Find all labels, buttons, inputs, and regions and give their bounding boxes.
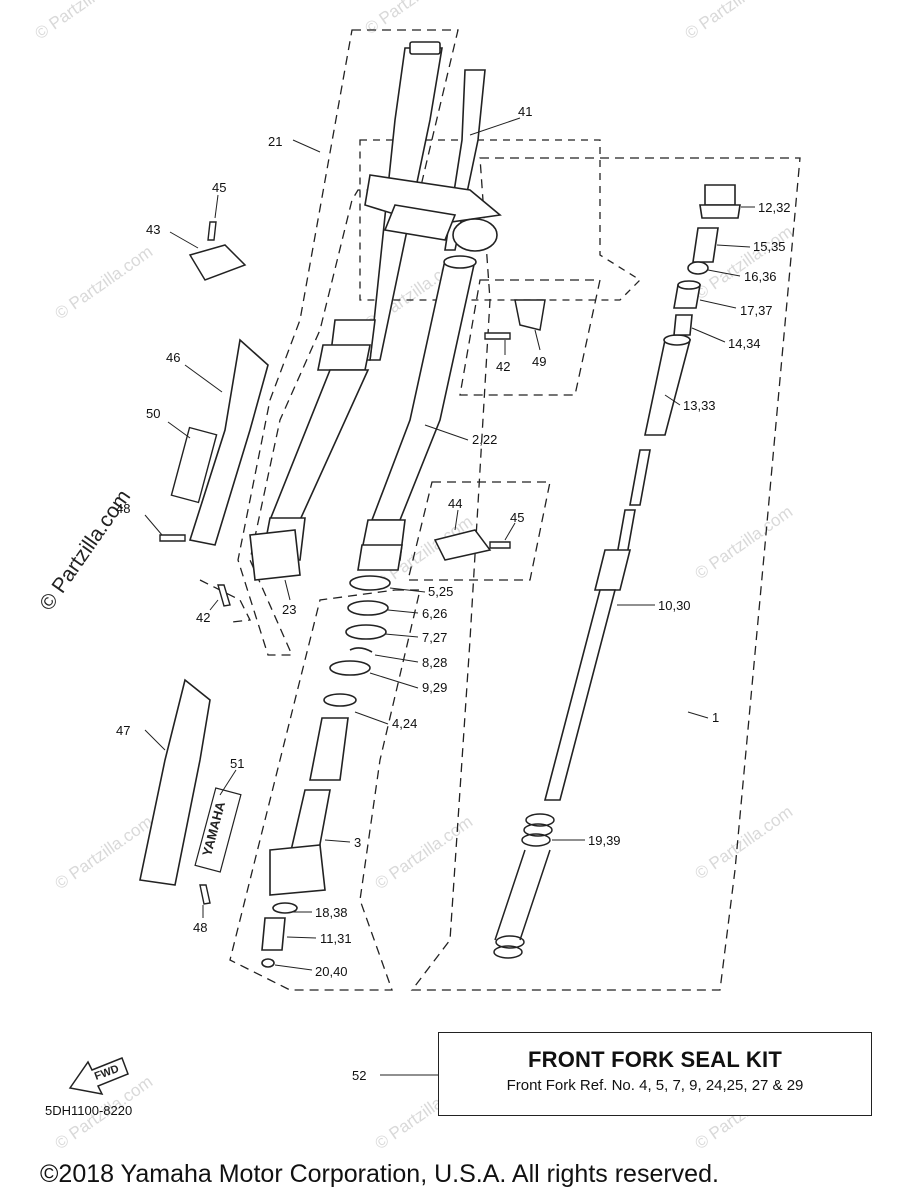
callout-52: 52 xyxy=(352,1068,366,1083)
callout-47: 47 xyxy=(116,723,130,738)
bracket-49 xyxy=(514,299,546,331)
outline-bracket-49 xyxy=(459,279,601,396)
steering-stem-41 xyxy=(364,69,502,252)
fork-guard-46 xyxy=(188,338,269,546)
inner-tube-2-22 xyxy=(357,255,477,571)
callout-4-24: 4,24 xyxy=(392,716,417,731)
bolt-45a xyxy=(207,221,217,241)
outline-fork-assembly xyxy=(410,157,801,991)
callout-6-26: 6,26 xyxy=(422,606,447,621)
callout-19-39: 19,39 xyxy=(588,833,621,848)
callout-8-28: 8,28 xyxy=(422,655,447,670)
outline-clamp-44 xyxy=(407,481,551,581)
outline-lower-tube xyxy=(229,589,421,991)
callout-44: 44 xyxy=(448,496,462,511)
callout-3: 3 xyxy=(354,835,361,850)
outline-outer-tube xyxy=(237,29,459,656)
callout-7-27: 7,27 xyxy=(422,630,447,645)
bolt-48b xyxy=(199,884,211,905)
copyright-footer: ©2018 Yamaha Motor Corporation, U.S.A. A… xyxy=(40,1160,719,1188)
callouts: 1 2,22 3 4,24 5,25 6,26 7,27 8,28 9,29 1… xyxy=(116,104,791,1083)
base-valve-11-31 xyxy=(261,917,286,951)
bolt-42b xyxy=(217,584,231,607)
spacer-15-35 xyxy=(692,227,719,263)
callout-48a: 48 xyxy=(116,501,130,516)
callout-15-35: 15,35 xyxy=(753,239,786,254)
spring-19-39 xyxy=(493,813,555,959)
callout-46: 46 xyxy=(166,350,180,365)
callout-9-29: 9,29 xyxy=(422,680,447,695)
leader-lines xyxy=(144,117,755,1076)
callout-2-22: 2,22 xyxy=(472,432,497,447)
watermark: © Partzilla.com xyxy=(371,812,476,893)
collar-17-37 xyxy=(673,280,701,309)
callout-5-25: 5,25 xyxy=(428,584,453,599)
callout-18-38: 18,38 xyxy=(315,905,348,920)
oring-18-38 xyxy=(272,902,298,914)
damper-tube-10-30 xyxy=(543,334,692,801)
outline-steering-stem xyxy=(359,139,642,301)
fwd-arrow-icon: FWD xyxy=(68,1057,129,1096)
seal-kit-title: FRONT FORK SEAL KIT xyxy=(528,1047,782,1072)
callout-42a: 42 xyxy=(496,359,510,374)
callout-48b: 48 xyxy=(193,920,207,935)
clamp-44 xyxy=(433,529,492,561)
watermark: © Partzilla.com xyxy=(691,502,796,583)
callout-50: 50 xyxy=(146,406,160,421)
lower-leg-3 xyxy=(269,693,357,896)
watermark: © Partzilla.com xyxy=(51,812,156,893)
cap-bolt-12-32 xyxy=(699,184,741,219)
seal-kit-description: Front Fork Ref. No. 4, 5, 7, 9, 24,25, 2… xyxy=(506,1077,804,1094)
bolt-45b xyxy=(489,541,511,549)
callout-51: 51 xyxy=(230,756,244,771)
watermark: © Partzilla.com xyxy=(681,0,786,43)
bolt-48a xyxy=(159,534,186,542)
bolt-42a xyxy=(484,332,511,340)
callout-14-34: 14,34 xyxy=(728,336,761,351)
callout-17-37: 17,37 xyxy=(740,303,773,318)
washer-16-36 xyxy=(687,261,709,275)
watermark: © Partzilla.com xyxy=(31,0,136,43)
callout-20-40: 20,40 xyxy=(315,964,348,979)
clamp-43 xyxy=(188,244,247,281)
watermark: © Partzilla.com xyxy=(691,802,796,883)
callout-45b: 45 xyxy=(510,510,524,525)
callout-45a: 45 xyxy=(212,180,226,195)
bolts xyxy=(159,221,511,905)
watermark: © Partzilla.com xyxy=(361,0,466,38)
yamaha-decal-51: YAMAHA xyxy=(194,787,242,873)
callout-11-31: 11,31 xyxy=(320,931,352,946)
callout-10-30: 10,30 xyxy=(658,598,691,613)
callout-41: 41 xyxy=(518,104,532,119)
callout-23: 23 xyxy=(282,602,296,617)
outer-tube-21 xyxy=(249,41,443,581)
seal-kit-box: FRONT FORK SEAL KIT Front Fork Ref. No. … xyxy=(438,1032,872,1116)
callout-1: 1 xyxy=(712,710,719,725)
callout-49: 49 xyxy=(532,354,546,369)
seal-stack-5-9 xyxy=(329,575,391,676)
callout-43: 43 xyxy=(146,222,160,237)
fork-guard-47 xyxy=(139,678,211,886)
nut-14-34 xyxy=(673,314,693,336)
diagram-code: 5DH1100-8220 xyxy=(45,1103,132,1118)
callout-12-32: 12,32 xyxy=(758,200,791,215)
watermark: © Partzilla.com xyxy=(51,242,156,323)
spring-20-40 xyxy=(261,958,275,968)
callout-16-36: 16,36 xyxy=(744,269,777,284)
callout-21: 21 xyxy=(268,134,282,149)
callout-42b: 42 xyxy=(196,610,210,625)
callout-13-33: 13,33 xyxy=(683,398,716,413)
guard-plate-50 xyxy=(170,426,218,504)
